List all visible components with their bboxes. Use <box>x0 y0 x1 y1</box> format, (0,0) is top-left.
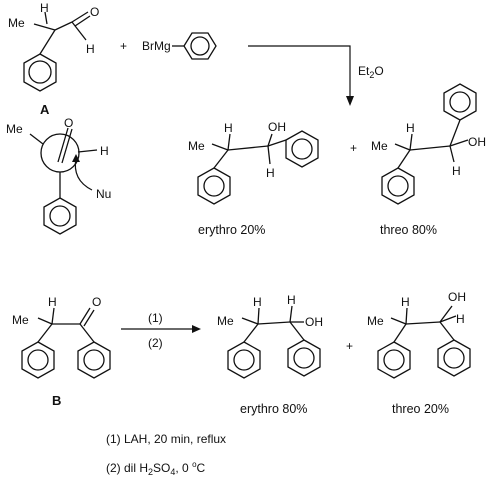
phenyl-ring-threo-b-right <box>437 339 471 377</box>
phenyl-ring-a <box>23 53 57 92</box>
erythro-product-a: Me H OH H <box>188 120 319 205</box>
step-2-label: (2) <box>148 336 163 350</box>
hydrogen-label: H <box>40 1 49 15</box>
threo-a-caption: threo 80% <box>380 223 437 237</box>
reaction-arrow-b <box>121 325 201 333</box>
erythro-b-caption: erythro 80% <box>240 402 307 416</box>
grignard-reagent-label: BrMg <box>142 39 171 53</box>
newman-hydrogen-label: H <box>100 144 109 158</box>
newman-projection: Me O H Nu <box>6 116 111 235</box>
newman-methyl-label: Me <box>6 122 23 136</box>
erythro-a-caption: erythro 20% <box>198 223 265 237</box>
plus-sign-a: + <box>350 141 357 155</box>
hydrogen-label-lower: H <box>456 312 465 326</box>
phenyl-ring-b-right <box>77 341 111 379</box>
reaction-arrow-a <box>248 45 354 106</box>
oxygen-label: O <box>90 5 99 19</box>
hydrogen-label: H <box>48 295 57 309</box>
hydroxyl-label: OH <box>468 135 486 149</box>
compound-b-label: B <box>52 393 61 408</box>
compound-a-label: A <box>40 102 50 117</box>
phenyl-ring-newman <box>43 197 77 235</box>
solvent-label: Et2O <box>358 64 384 80</box>
methyl-label: Me <box>367 314 384 328</box>
aldehyde-hydrogen-label: H <box>86 42 95 56</box>
condition-line-1: (1) LAH, 20 min, reflux <box>106 432 226 446</box>
compound-a-structure: Me H O H <box>8 1 99 92</box>
threo-product-b: Me H OH H <box>367 290 471 379</box>
methyl-label: Me <box>188 139 205 153</box>
newman-oxygen-label: O <box>64 116 73 130</box>
phenyl-ring-erythro-b-right <box>287 339 321 377</box>
hydroxyl-label: OH <box>305 315 323 329</box>
erythro-product-b: Me H H OH <box>217 293 323 379</box>
hydrogen-label-lower: H <box>452 164 461 178</box>
methyl-label: Me <box>217 314 234 328</box>
threo-product-a: Me H OH H <box>371 83 486 205</box>
phenyl-ring-threo-a-upper <box>443 83 477 121</box>
plus-sign-b: + <box>346 339 353 353</box>
phenyl-ring-erythro-a-upper <box>285 130 319 168</box>
phenyl-ring-threo-a-lower <box>381 167 415 205</box>
hydrogen-label: H <box>224 121 233 135</box>
step-1-label: (1) <box>148 311 163 325</box>
phenyl-ring-erythro-b-left <box>227 341 261 379</box>
plus-sign: + <box>120 39 127 53</box>
hydrogen-label: H <box>253 295 262 309</box>
methyl-label: Me <box>371 139 388 153</box>
phenyl-ring-erythro-a-lower <box>197 167 231 205</box>
threo-b-caption: threo 20% <box>392 402 449 416</box>
phenyl-ring-b-left <box>21 341 55 379</box>
condition-line-2: (2) dil H2SO4, 0 oC <box>106 460 206 477</box>
hydroxyl-label: OH <box>268 120 286 134</box>
hydrogen-label: H <box>406 121 415 135</box>
nucleophile-label: Nu <box>96 187 111 201</box>
phenyl-ring-threo-b-left <box>377 341 411 379</box>
hydrogen-label: H <box>401 295 410 309</box>
methyl-label: Me <box>12 313 29 327</box>
methyl-label: Me <box>8 16 25 30</box>
hydroxyl-label: OH <box>448 290 466 304</box>
oxygen-label: O <box>92 295 101 309</box>
hydrogen-label-2: H <box>287 293 296 307</box>
hydrogen-label-lower: H <box>266 166 275 180</box>
compound-b-structure: Me H O <box>12 295 111 379</box>
phenyl-ring-grignard <box>183 32 217 60</box>
